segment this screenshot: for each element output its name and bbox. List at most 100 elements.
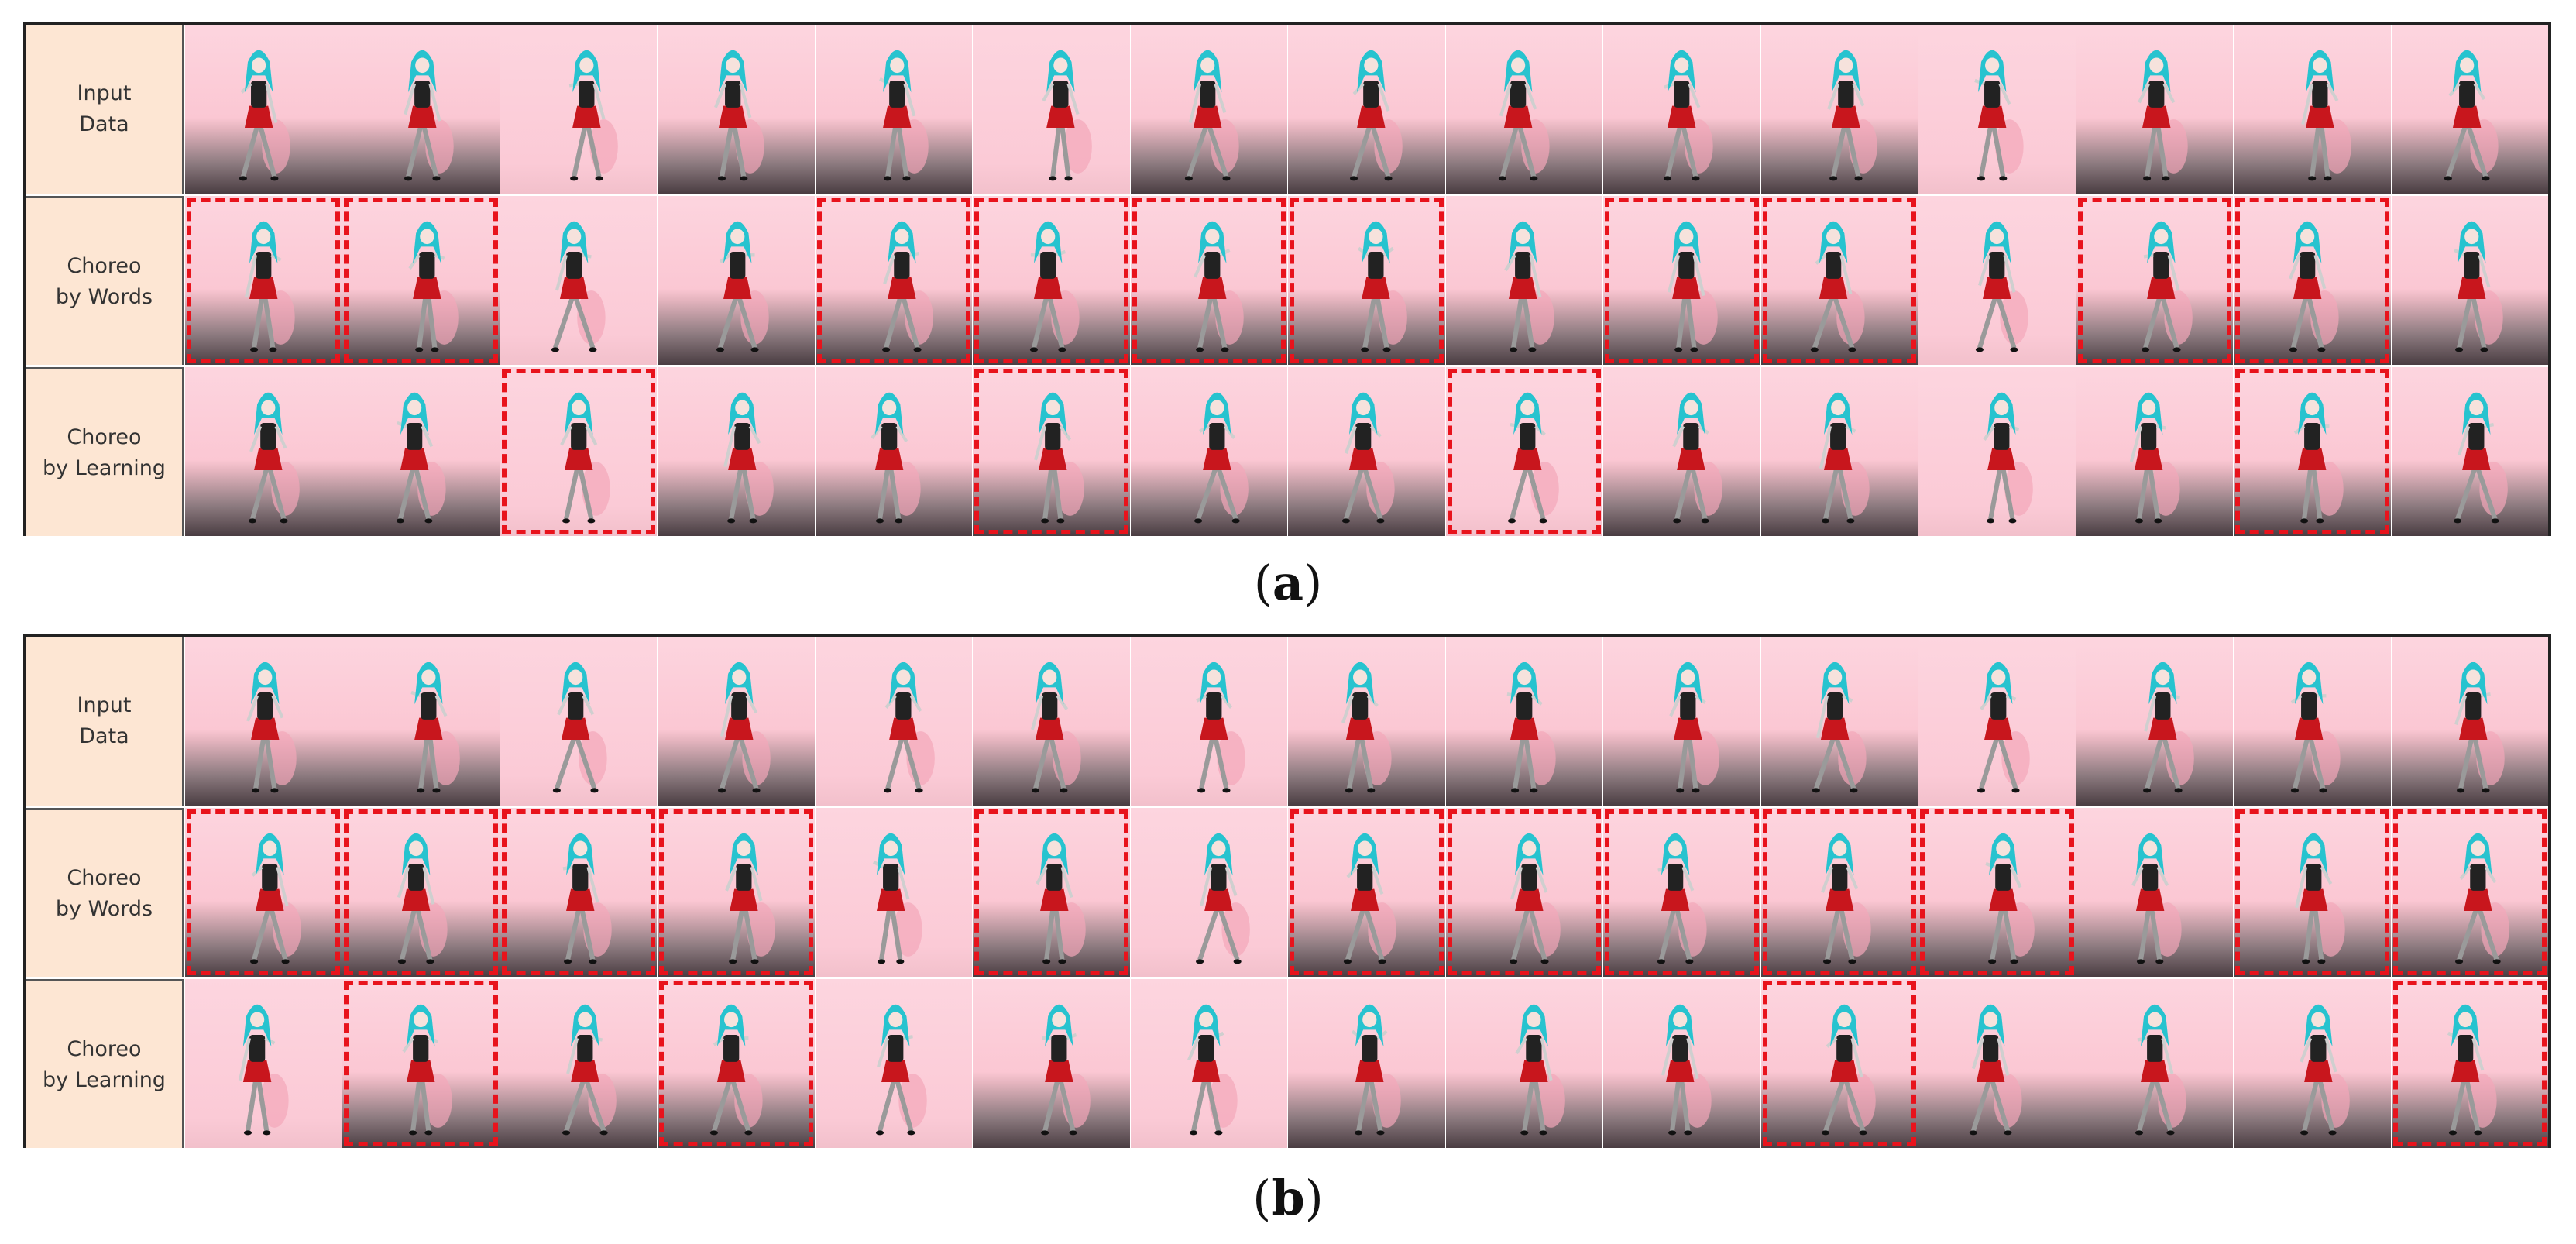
- dancer-face: [1041, 229, 1056, 245]
- dancer-shadow: [2323, 119, 2351, 174]
- dancer-torso: [2301, 692, 2317, 720]
- dancer-figure: [238, 1004, 289, 1136]
- dancer-leg: [2142, 296, 2162, 349]
- frames-strip: [184, 196, 2548, 365]
- dancer-figure: [1661, 1004, 1712, 1136]
- dancer-face: [1681, 669, 1695, 686]
- dancer-shoe: [1384, 176, 1393, 181]
- dancer-shoe: [589, 347, 597, 352]
- dancer-torso: [734, 422, 750, 450]
- dancer-face: [1198, 1012, 1214, 1028]
- dancer-shoe: [563, 959, 572, 964]
- dancer-shoe: [877, 959, 885, 964]
- dancer-leg: [400, 908, 417, 961]
- dancer-skirt: [2300, 888, 2328, 911]
- dancer-figure: [1983, 392, 2033, 524]
- frame: [2075, 367, 2234, 536]
- frame: [1287, 979, 1445, 1148]
- dancer-arm: [895, 425, 908, 443]
- dancer-skirt: [881, 1060, 910, 1082]
- dancer-arm: [884, 694, 897, 709]
- dancer-leg: [1509, 467, 1528, 521]
- dancer-shoe: [1530, 788, 1538, 793]
- dancer-skirt: [1514, 888, 1544, 911]
- dancer-arm: [586, 866, 599, 903]
- dancer-shoe: [1498, 176, 1506, 181]
- dancer-shoe: [250, 959, 259, 964]
- dancer-shoe: [1684, 1130, 1692, 1136]
- dancer-leg: [1979, 125, 1994, 177]
- caption-paren-open: (: [1253, 555, 1273, 611]
- dancer-skirt: [1355, 1060, 1384, 1082]
- dancer-leg: [1375, 297, 1389, 349]
- dancer-arm: [1341, 695, 1355, 723]
- frame: [1918, 979, 2076, 1148]
- dancer-leg: [738, 737, 759, 790]
- dancer-skirt: [2304, 1060, 2333, 1082]
- dancer-figure: [2453, 221, 2503, 352]
- dancer-torso: [1510, 80, 1526, 108]
- dancer-shoe: [1056, 518, 1065, 524]
- frame: [1918, 196, 2076, 365]
- dancer-shoe: [551, 347, 559, 352]
- dancer-leg: [572, 125, 588, 177]
- dancer-arm: [2454, 695, 2467, 726]
- dancer-arm: [720, 695, 733, 737]
- dancer-leg: [2477, 908, 2499, 961]
- dancer-face: [1674, 57, 1689, 74]
- dancer-torso: [414, 80, 431, 108]
- dancer-shoe: [263, 1130, 271, 1136]
- frame: [2390, 637, 2548, 806]
- dancer-leg: [579, 909, 596, 960]
- dancer-shoe: [1197, 788, 1205, 793]
- dancer-shoe: [1969, 1130, 1978, 1136]
- dancer-shoe: [589, 959, 597, 964]
- dancer-arm: [2009, 866, 2022, 888]
- dancer-skirt: [1978, 105, 2007, 128]
- frame: [1287, 25, 1445, 194]
- dancer-leg: [895, 1079, 914, 1132]
- dancer-arm: [557, 695, 569, 716]
- dancer-face: [566, 229, 582, 245]
- frame-highlighted: [972, 367, 1130, 536]
- dancer-torso: [1355, 422, 1372, 450]
- dancer-figure: [1342, 392, 1395, 524]
- dancer-shoe: [269, 347, 277, 352]
- dancer-arm: [725, 866, 738, 892]
- dancer-shoe: [1692, 788, 1700, 793]
- dancer-skirt: [876, 888, 905, 911]
- dancer-skirt: [559, 277, 589, 299]
- dancer-figure: [883, 662, 935, 793]
- dancer-face: [407, 400, 422, 416]
- dancer-shoe: [1977, 176, 1986, 181]
- dancer-shoe: [248, 518, 257, 524]
- dancer-shoe: [2481, 176, 2490, 181]
- dancer-leg: [584, 1079, 606, 1132]
- frame-highlighted: [1444, 367, 1603, 536]
- dancer-shoe: [750, 347, 759, 352]
- dancer-shoe: [1231, 518, 1240, 524]
- frame-highlighted: [814, 196, 973, 365]
- dancer-figure: [248, 392, 300, 524]
- dancer-figure: [1821, 1004, 1876, 1136]
- frame: [2075, 25, 2234, 194]
- dancer-figure: [1036, 833, 1087, 964]
- dancer-leg: [578, 468, 594, 520]
- dancer-shoe: [1701, 518, 1709, 524]
- frame: [657, 367, 815, 536]
- dancer-skirt: [407, 1060, 435, 1082]
- dancer-shoe: [432, 788, 441, 793]
- dancer-shoe: [1350, 176, 1358, 181]
- dancer-figure: [1194, 392, 1249, 524]
- dancer-leg: [1681, 125, 1698, 178]
- dancer-shoe: [417, 788, 425, 793]
- dancer-face: [1211, 840, 1226, 857]
- dancer-shoe: [409, 1130, 417, 1136]
- dancer-shadow: [1525, 290, 1554, 345]
- dancer-arm: [1839, 254, 1853, 294]
- dancer-torso: [1984, 80, 2001, 108]
- dancer-shoe: [424, 1130, 433, 1136]
- frame: [814, 367, 973, 536]
- dancer-shadow: [579, 731, 607, 785]
- dancer-leg: [885, 737, 905, 790]
